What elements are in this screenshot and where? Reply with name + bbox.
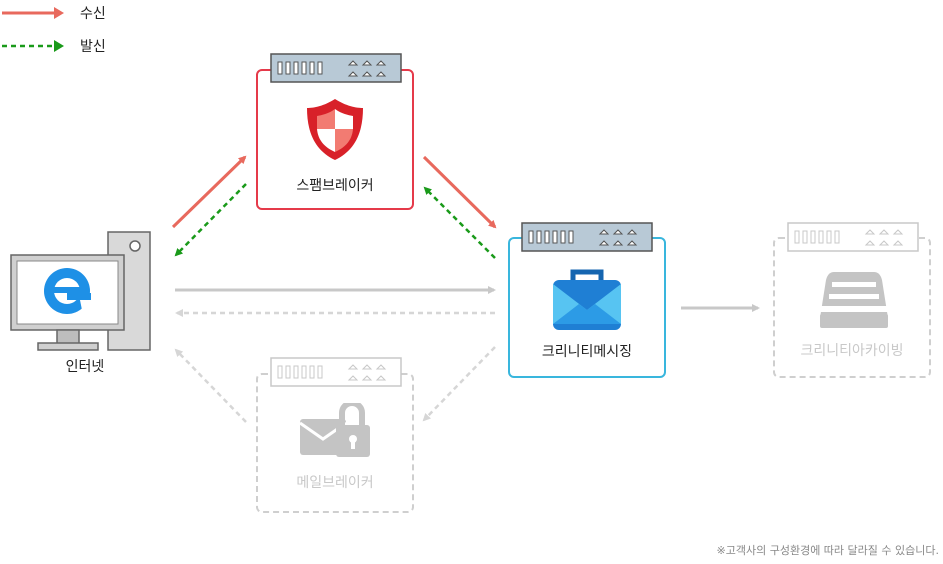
mail-lock-icon xyxy=(299,403,370,457)
arrow-mail-to-internet xyxy=(174,348,247,423)
shield-icon xyxy=(307,99,363,160)
legend-send-label: 발신 xyxy=(80,39,106,55)
computer-icon xyxy=(10,231,151,351)
mail-briefcase-icon xyxy=(553,269,621,330)
mailbreaker-server-icon xyxy=(270,357,402,387)
browser-e-icon xyxy=(44,268,94,314)
footnote: ※고객사의 구성환경에 따라 달라질 수 있습니다. xyxy=(716,544,939,557)
internet-label: 인터넷 xyxy=(65,359,105,375)
arrow-spam-to-mesh xyxy=(422,155,497,229)
arrow-internet-to-spam xyxy=(171,155,247,229)
archiving-server-icon xyxy=(787,222,919,252)
legend-receive-label: 수신 xyxy=(80,6,106,22)
spambreaker-label: 스팸브레이커 xyxy=(296,178,374,194)
arrow-spam-to-internet xyxy=(174,183,247,257)
messaging-server-icon xyxy=(521,222,653,252)
legend xyxy=(2,7,64,52)
legend-send-arrow xyxy=(2,40,64,52)
archive-icon xyxy=(820,272,888,328)
mailbreaker-label: 메일브레이커 xyxy=(296,475,374,491)
archiving-label: 크리니티아카이빙 xyxy=(800,343,904,359)
arrow-mesh-to-mail xyxy=(422,346,496,422)
legend-receive-arrow xyxy=(2,7,64,19)
messaging-label: 크리니티메시징 xyxy=(541,344,633,360)
arrow-mesh-to-spam xyxy=(423,186,496,259)
spambreaker-server-icon xyxy=(270,53,402,83)
